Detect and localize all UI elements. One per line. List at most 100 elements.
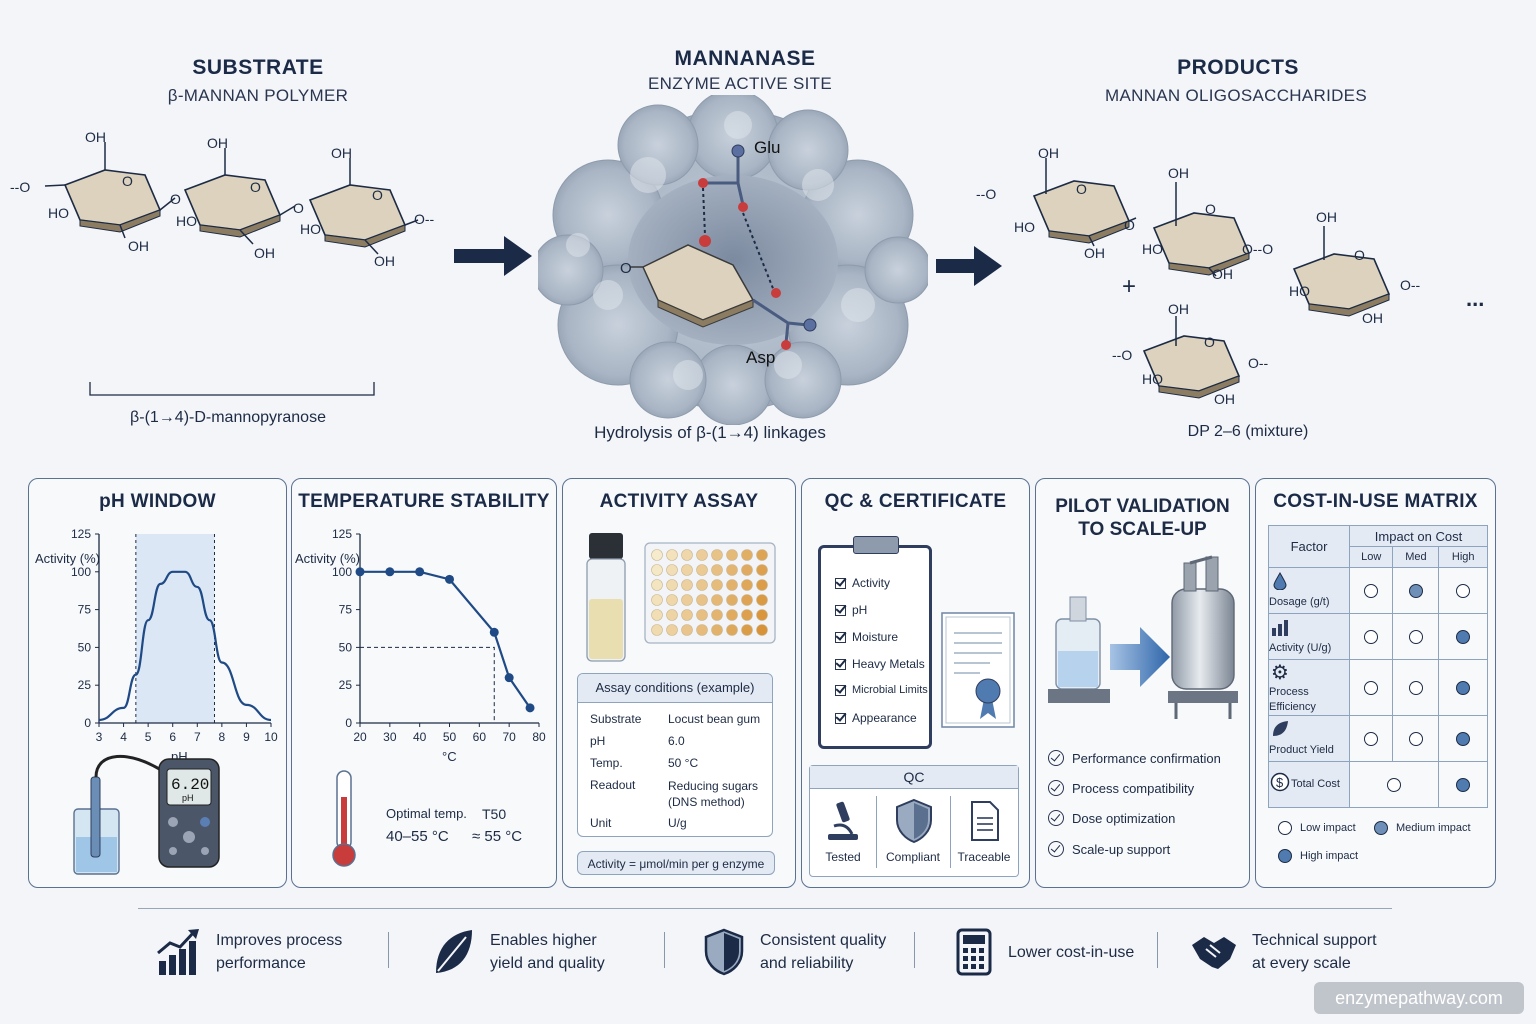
assay-vial-and-plate-icon — [586, 533, 776, 662]
x-tick-label: 80 — [532, 730, 546, 744]
assay-panel-title: ACTIVITY ASSAY — [599, 491, 759, 512]
data-point — [525, 703, 535, 713]
assay-well — [711, 579, 723, 591]
assay-well — [711, 594, 723, 606]
mannan-polymer-structure: OH --O HO OH O O OH HO OH O O OH HO OH O… — [10, 129, 435, 269]
leaf-icon — [1269, 720, 1291, 743]
enzyme-caption: Hydrolysis of β-(1→4) linkages — [594, 423, 826, 442]
qc-badges-box: QC Tested Compliant Traceable — [809, 765, 1019, 877]
pilot-title-line: TO SCALE-UP — [1078, 519, 1207, 540]
impact-dot — [1408, 731, 1423, 746]
ho-label: HO — [300, 221, 321, 237]
assay-well — [681, 564, 693, 576]
pilot-panel-title: PILOT VALIDATION TO SCALE-UP — [1036, 495, 1249, 541]
data-point — [445, 574, 454, 584]
data-point — [415, 567, 425, 577]
y-tick-label: 0 — [84, 716, 91, 730]
oh-label: OH — [1362, 310, 1383, 326]
plus-sign: + — [1122, 273, 1136, 300]
calculator-icon — [956, 928, 992, 976]
bar-chart-icon — [1269, 618, 1291, 641]
qc-check-item: Heavy Metals — [835, 657, 925, 671]
qc-check-label: Activity — [852, 576, 891, 590]
x-tick-label: 4 — [120, 730, 127, 744]
impact-dot — [1408, 583, 1423, 598]
ho-label: HO — [1142, 371, 1163, 387]
factor-header: Factor — [1268, 525, 1350, 568]
qc-panel-title: QC & CERTIFICATE — [824, 491, 1007, 512]
assay-well — [681, 549, 693, 561]
oh-label: OH — [1084, 245, 1105, 261]
assay-well — [651, 579, 663, 591]
enzyme-surface-illustration: O Glu Asp — [538, 95, 928, 425]
assay-well — [666, 549, 678, 561]
link-label: O--O — [1242, 241, 1273, 257]
x-tick-label: 3 — [96, 730, 103, 744]
assay-well — [681, 624, 693, 636]
assay-well — [681, 594, 693, 606]
glycosidic-o-label: O — [170, 191, 181, 207]
cond-label: Temp. — [590, 756, 623, 770]
assay-well — [726, 594, 738, 606]
substrate-caption: β-(1→4)-D-mannopyranose — [130, 409, 326, 426]
y-tick-label: 75 — [339, 603, 353, 617]
cond-value: Locust bean gum — [668, 712, 761, 726]
y-tick-label: 100 — [71, 565, 91, 579]
ho-label: HO — [176, 213, 197, 229]
assay-well — [726, 579, 738, 591]
legend-medium: Medium impact — [1374, 821, 1471, 835]
assay-well — [681, 609, 693, 621]
legend-high: High impact — [1278, 849, 1358, 863]
oh-label: OH — [1038, 145, 1059, 161]
benefits-divider — [138, 908, 1392, 909]
qc-check-label: Heavy Metals — [852, 657, 925, 671]
pilot-to-scale-up-illustration — [1048, 555, 1238, 719]
assay-well — [756, 624, 768, 636]
handshake-icon — [1192, 937, 1236, 969]
glu-residue-label: Glu — [754, 138, 780, 157]
cost-panel-title: COST-IN-USE MATRIX — [1273, 491, 1478, 512]
table-row: ⚙Process Efficiency — [1268, 659, 1488, 716]
substrate-subtitle: β-MANNAN POLYMER — [167, 86, 349, 105]
pilot-item: Dose optimization — [1048, 810, 1175, 826]
optimal-temp-label: Optimal temp. — [386, 806, 467, 821]
assay-well — [651, 594, 663, 606]
check-circle-icon — [1048, 810, 1064, 826]
oh-label: OH — [85, 129, 106, 145]
oh-label: OH — [128, 238, 149, 254]
arrow-right-icon — [936, 246, 1002, 286]
assay-well — [651, 549, 663, 561]
x-tick-label: 5 — [145, 730, 152, 744]
table-row: Product Yield — [1268, 715, 1488, 762]
pilot-item: Performance confirmation — [1048, 750, 1221, 766]
assay-well — [666, 624, 678, 636]
ring-o-label: O — [1076, 181, 1087, 197]
assay-well — [741, 549, 753, 561]
x-tick-label: 50 — [443, 730, 457, 744]
y-tick-label: 75 — [78, 603, 92, 617]
impact-dot — [1364, 680, 1379, 695]
pilot-item-label: Scale-up support — [1072, 841, 1171, 857]
oh-label: OH — [1214, 391, 1235, 407]
ho-label: HO — [1142, 241, 1163, 257]
products-title: PRODUCTS — [1177, 56, 1299, 79]
assay-well — [696, 624, 708, 636]
ho-label: HO — [1289, 283, 1310, 299]
cond-label: Substrate — [590, 712, 642, 726]
assay-well — [741, 624, 753, 636]
legend-dot — [1278, 849, 1292, 863]
qc-check-label: Appearance — [852, 711, 917, 725]
temp-panel-title: TEMPERATURE STABILITY — [298, 491, 550, 512]
level-med-header: Med — [1392, 546, 1440, 568]
enzyme-title: MANNANASE — [674, 47, 816, 70]
x-tick-label: 9 — [243, 730, 250, 744]
impact-dot — [1387, 777, 1402, 792]
assay-well — [681, 579, 693, 591]
level-low-header: Low — [1348, 546, 1394, 568]
t50-label: T50 — [482, 806, 507, 822]
assay-well — [651, 609, 663, 621]
arrow-right-icon — [454, 236, 532, 276]
benefit-text: Improves process performance — [216, 932, 343, 972]
